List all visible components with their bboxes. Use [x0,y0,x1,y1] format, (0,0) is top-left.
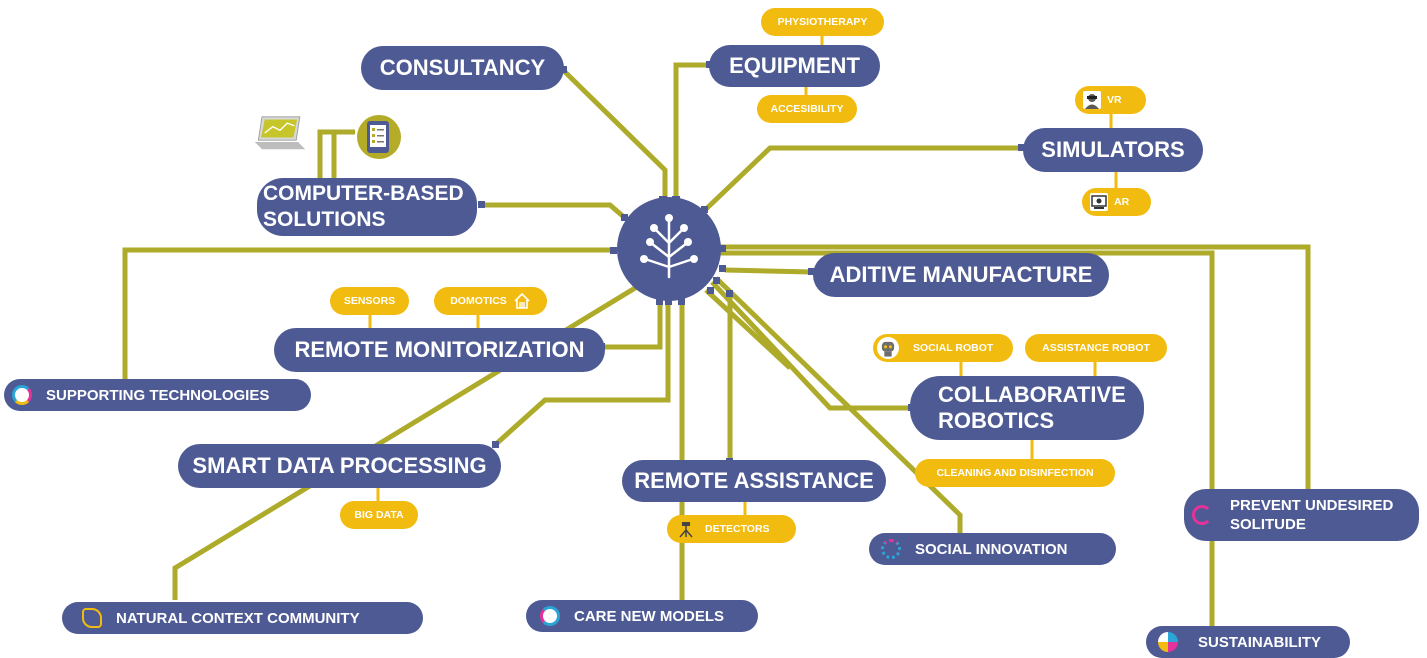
tag-vr: VR [1075,86,1146,114]
node-consultancy[interactable]: CONSULTANCY [361,46,564,90]
connector-smart-data [493,300,671,447]
connector-simulators [703,145,1022,212]
outcome-social-innovation[interactable]: SOCIAL INNOVATION [869,533,1116,565]
tag-social-robot: SOCIAL ROBOT [873,334,1013,362]
care-models-logo-icon [540,606,560,626]
connector-laptop [317,129,340,180]
node-smart-data-label: SMART DATA PROCESSING [192,453,487,478]
connector-robotics [710,280,912,411]
detector-tripod-icon [679,522,693,538]
tag-domotics: DOMOTICS [434,287,547,315]
hub [617,197,721,301]
vr-headset-icon [1083,91,1101,109]
connector-consultancy [561,68,668,200]
natural-context-logo-icon [82,608,102,628]
connector-natural-context [172,282,642,600]
tag-big-data: BIG DATA [340,501,418,529]
tag-assistance-robot: ASSISTANCE ROBOT [1025,334,1167,362]
tag-detectors: DETECTORS [667,515,796,543]
sustainability-logo-icon [1158,632,1178,652]
node-computer-based[interactable]: COMPUTER-BASED SOLUTIONS [257,178,477,236]
node-equipment-label: EQUIPMENT [729,53,860,78]
smart-home-icon [514,292,530,309]
tag-cleaning: CLEANING AND DISINFECTION [915,459,1115,487]
outcome-sustainability[interactable]: SUSTAINABILITY [1146,626,1350,658]
connector-computer-based [481,202,627,220]
connector-monitorization [602,300,663,350]
outcome-supporting-technologies[interactable]: SUPPORTING TECHNOLOGIES [4,379,311,411]
outcome-natural-context[interactable]: NATURAL CONTEXT COMMUNITY [62,602,423,634]
outcome-care-new-models[interactable]: CARE NEW MODELS [526,600,758,632]
connector-social-innovation [714,276,963,540]
node-additive[interactable]: ADITIVE MANUFACTURE [813,253,1109,297]
node-smart-data[interactable]: SMART DATA PROCESSING [178,444,501,488]
connector-sustainability [720,250,1215,632]
connector-social-innovation-2 [704,288,792,370]
robot-icon [877,337,899,359]
outcome-care-models-label: CARE NEW MODELS [574,607,724,625]
node-collaborative-robotics-label: COLLABORATIVE ROBOTICS [938,382,1126,433]
outcome-natural-context-label: NATURAL CONTEXT COMMUNITY [116,609,360,627]
node-additive-label: ADITIVE MANUFACTURE [829,262,1093,287]
prevent-solitude-logo-icon [1192,505,1212,525]
tag-ar: AR [1082,188,1151,216]
outcome-sustainability-label: SUSTAINABILITY [1198,633,1322,651]
tag-accesibility: ACCESIBILITY [757,95,857,123]
node-collaborative-robotics[interactable]: COLLABORATIVE ROBOTICS [910,376,1144,440]
node-consultancy-label: CONSULTANCY [379,55,546,80]
laptop-chart-icon [254,116,306,150]
outcome-prevent-solitude-label: PREVENT UNDESIRED SOLITUDE [1230,497,1394,533]
ar-screen-icon [1090,193,1108,211]
node-remote-monitorization[interactable]: REMOTE MONITORIZATION [274,328,605,372]
node-equipment[interactable]: EQUIPMENT [709,45,880,87]
connector-additive [719,265,813,275]
node-remote-monitorization-label: REMOTE MONITORIZATION [294,337,585,362]
connector-equipment [673,62,710,200]
tree-network-icon [643,217,695,279]
node-simulators[interactable]: SIMULATORS [1023,128,1203,172]
node-simulators-label: SIMULATORS [1041,137,1185,162]
supporting-logo-icon [12,385,32,405]
node-remote-assistance-label: REMOTE ASSISTANCE [634,468,874,493]
tablet-checklist-icon [357,115,401,159]
tag-physiotherapy: PHYSIOTHERAPY [761,8,884,36]
tag-sensors: SENSORS [330,287,409,315]
outcome-supporting-label: SUPPORTING TECHNOLOGIES [46,386,270,404]
connector-tablet [331,129,355,180]
outcome-social-innovation-label: SOCIAL INNOVATION [915,540,1068,558]
connector-supporting [122,247,614,385]
connector-prevent-solitude [720,244,1311,500]
outcome-prevent-solitude[interactable]: PREVENT UNDESIRED SOLITUDE [1184,489,1419,541]
node-remote-assistance[interactable]: REMOTE ASSISTANCE [622,460,886,502]
social-innovation-logo-icon [881,539,901,559]
node-computer-based-label: COMPUTER-BASED SOLUTIONS [263,182,464,231]
